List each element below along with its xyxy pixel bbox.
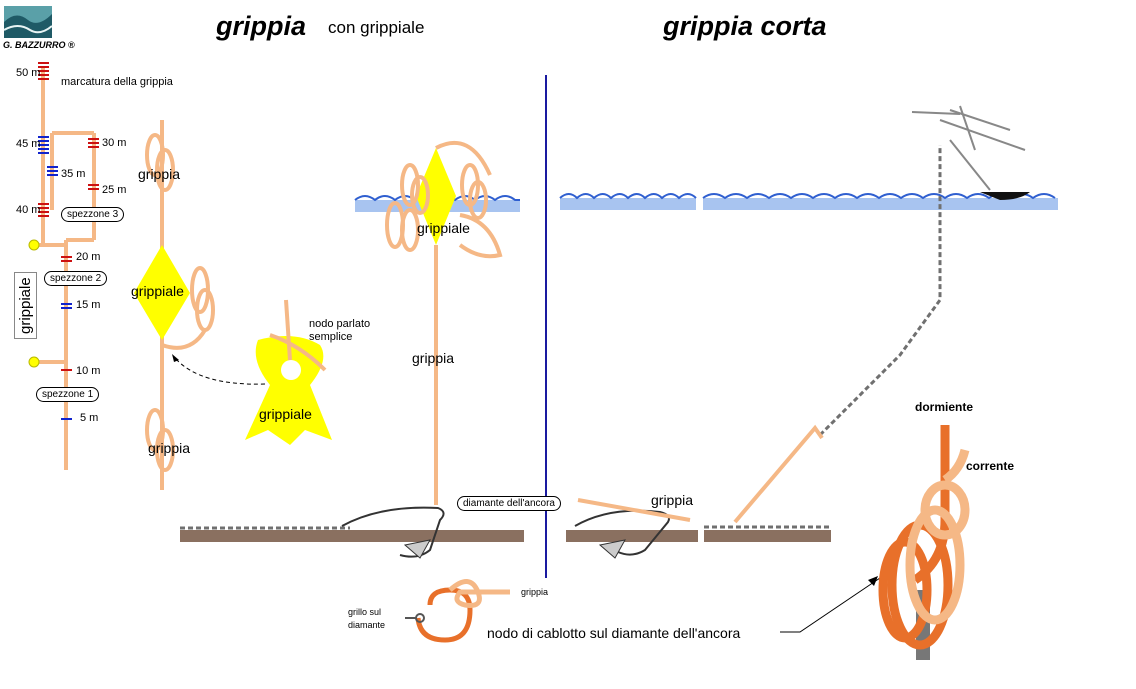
nodo-parlato-label: nodo parlato bbox=[309, 318, 371, 330]
water-surfaces bbox=[354, 193, 1058, 212]
nodo-cablotto-detail bbox=[405, 579, 510, 643]
pointer-arrow bbox=[174, 357, 266, 385]
grippia-label-upper: grippia bbox=[138, 166, 181, 182]
grippia-rope-right bbox=[577, 424, 824, 524]
mark-label-10: 10 m bbox=[76, 365, 101, 377]
grippiale-section-label: grippiale bbox=[14, 272, 37, 339]
grippiale-diamond bbox=[134, 245, 190, 340]
big-knot-detail bbox=[878, 425, 970, 660]
corrente-label: corrente bbox=[966, 459, 1015, 473]
subtitle-grippiale: con grippiale bbox=[328, 18, 425, 37]
grippiale-diamond-label: grippiale bbox=[131, 283, 184, 299]
logo-icon bbox=[3, 6, 53, 38]
shackle-icon bbox=[28, 239, 40, 368]
mark-label-15: 15 m bbox=[76, 299, 101, 311]
grippiale-buoy-label: grippiale bbox=[259, 406, 312, 422]
grippiale-float-label: grippiale bbox=[417, 220, 470, 236]
mark-label-45: 45 m bbox=[16, 138, 41, 150]
seabed bbox=[180, 530, 831, 542]
semplice-label: semplice bbox=[309, 331, 353, 343]
grippia-rope-left bbox=[145, 120, 215, 490]
marcatura-caption: marcatura della grippia bbox=[61, 76, 173, 88]
mark-label-5: 5 m bbox=[80, 412, 99, 424]
grippiale-buoy bbox=[245, 299, 332, 445]
pointer-line bbox=[780, 577, 881, 633]
mark-label-25: 25 m bbox=[102, 184, 127, 196]
marking-rope bbox=[36, 68, 96, 470]
anchor-chain-rising bbox=[818, 145, 942, 437]
mark-label-35: 35 m bbox=[61, 168, 86, 180]
mark-label-50: 50 m bbox=[16, 67, 41, 79]
grippia-label-lower: grippia bbox=[148, 440, 191, 456]
center-float bbox=[385, 141, 503, 505]
boat-icon bbox=[911, 105, 1030, 200]
diamante-label: diamante dell'ancora bbox=[457, 496, 561, 511]
title-grippia: grippia bbox=[216, 11, 307, 41]
spezzone-3-label: spezzone 3 bbox=[61, 207, 125, 222]
nodo-cablotto-label: nodo di cablotto sul diamante dell'ancor… bbox=[487, 625, 741, 641]
grillo-label-2: diamante bbox=[348, 620, 386, 630]
mark-label-40: 40 m bbox=[16, 204, 41, 216]
spezzone-2-label: spezzone 2 bbox=[44, 271, 108, 286]
mark-label-20: 20 m bbox=[76, 251, 101, 263]
spezzone-1-label: spezzone 1 bbox=[36, 387, 100, 402]
grippia-small-label: grippia bbox=[521, 587, 549, 597]
mark-ticks bbox=[38, 62, 99, 420]
grippia-short-label: grippia bbox=[651, 492, 694, 508]
mark-label-30: 30 m bbox=[102, 137, 127, 149]
logo-author: G. BAZZURRO ® bbox=[3, 40, 75, 50]
grillo-label-1: grillo sul bbox=[348, 607, 382, 617]
anchor-icon-left bbox=[341, 506, 445, 559]
grippia-center-label: grippia bbox=[412, 350, 455, 366]
title-grippia-corta: grippia corta bbox=[663, 11, 827, 41]
dormiente-label: dormiente bbox=[915, 400, 974, 414]
